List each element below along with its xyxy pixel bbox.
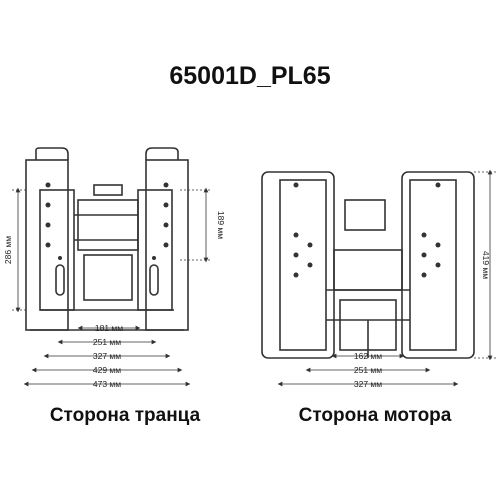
right-plate-top <box>145 147 179 160</box>
transom-width-label: 429 мм <box>93 365 121 375</box>
motor-center-block <box>333 249 403 291</box>
transom-width-label: 181 мм <box>95 323 123 333</box>
motor-width-label: 327 мм <box>354 379 382 389</box>
motor-right-inner <box>409 179 457 351</box>
motor-label-plate <box>344 199 386 231</box>
left-inner-plate <box>39 189 75 311</box>
motor-side-view <box>261 171 475 359</box>
motor-height-label: 419 мм <box>481 251 491 279</box>
motor-dimensions <box>277 169 496 387</box>
motor-holes <box>293 182 441 278</box>
left-plate-top <box>35 147 69 160</box>
transom-height-inner-label: 189 мм <box>216 211 226 239</box>
right-slot <box>149 264 159 296</box>
center-block <box>77 199 139 251</box>
transom-side-view <box>25 147 189 331</box>
left-slot <box>55 264 65 296</box>
motor-left-inner <box>279 179 327 351</box>
center-lower-block <box>83 254 133 301</box>
transom-holes <box>45 182 169 260</box>
motor-width-label: 251 мм <box>354 365 382 375</box>
transom-height-overall-label: 286 мм <box>3 236 13 264</box>
motor-width-label: 162 мм <box>354 351 382 361</box>
transom-dimension-labels: 286 мм 189 мм 181 мм 251 мм 327 мм 429 м… <box>3 211 226 389</box>
motor-dimension-labels: 419 мм 162 мм 251 мм 327 мм <box>354 251 491 389</box>
transom-width-label: 327 мм <box>93 351 121 361</box>
motor-left-plate <box>261 171 335 359</box>
transom-width-label: 473 мм <box>93 379 121 389</box>
transom-dimensions <box>12 187 212 387</box>
transom-width-label: 251 мм <box>93 337 121 347</box>
right-inner-plate <box>137 189 173 311</box>
top-bracket <box>93 184 123 196</box>
motor-side-caption: Сторона мотора <box>298 405 452 426</box>
transom-side-caption: Сторона транца <box>49 405 201 426</box>
model-title: 65001D_PL65 <box>169 62 331 90</box>
